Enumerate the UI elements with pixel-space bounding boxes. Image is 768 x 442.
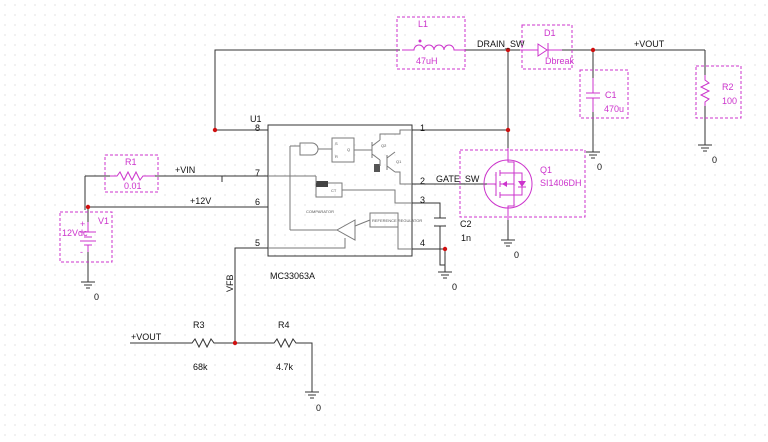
net-label-vout-left: +VOUT (131, 332, 162, 342)
v1-plus: + (80, 219, 85, 229)
ground-label: 0 (452, 282, 457, 292)
junction-dot (505, 127, 511, 133)
v1-ref: V1 (98, 216, 109, 226)
ic-internal: S R Q Q2 Q1 CT (268, 129, 422, 250)
r1-value: 0.01 (124, 181, 142, 191)
resistor-r2[interactable]: R2 100 (695, 65, 742, 119)
capacitor-c2[interactable]: C2 1n (434, 217, 472, 243)
d1-ref: D1 (544, 28, 556, 38)
r4-value: 4.7k (276, 362, 294, 372)
ic-u1[interactable]: U1 MC33063A 8 7 6 5 1 2 3 4 S R Q Q2 (250, 114, 425, 281)
r4-ref: R4 (278, 320, 290, 330)
ground-label: 0 (316, 403, 321, 413)
pin-3: 3 (420, 195, 425, 205)
junction-dot (505, 47, 511, 53)
junctions (85, 47, 596, 346)
l1-value: 47uH (416, 56, 438, 66)
pin-8: 8 (255, 123, 260, 133)
resistor-r4[interactable]: R4 4.7k (270, 320, 300, 372)
ic-comp-label: COMPARATOR (306, 209, 334, 214)
ground-q1: 0 (501, 239, 519, 260)
r2-ref: R2 (722, 82, 734, 92)
r3-value: 68k (193, 362, 208, 372)
pin-6: 6 (255, 197, 260, 207)
net-label-drain-sw: DRAIN_SW (477, 39, 525, 49)
mosfet-q1[interactable]: Q1 SI1406DH (459, 148, 586, 220)
junction-dot (212, 127, 218, 133)
pin-7: 7 (255, 168, 260, 178)
junction-dot (590, 47, 596, 53)
pin-4: 4 (420, 238, 425, 248)
ground-r2: 0 (698, 144, 717, 165)
ground-c2: 0 (438, 271, 457, 292)
svg-text:S: S (335, 141, 338, 146)
source-v1[interactable]: V1 12Vdc + - (59, 211, 113, 263)
inductor-l1[interactable]: L1 47uH (396, 16, 466, 70)
c2-ref: C2 (460, 219, 472, 229)
v1-minus: - (80, 247, 83, 257)
junction-dot (232, 340, 238, 346)
c1-value: 470u (604, 104, 624, 114)
ground-label: 0 (514, 250, 519, 260)
ic-ref-label: REFERENCE REGULATOR (372, 218, 422, 223)
l1-ref: L1 (418, 19, 428, 29)
ground-c1: 0 (586, 151, 602, 172)
r3-ref: R3 (193, 320, 205, 330)
diode-d1[interactable]: D1 Dbreak (520, 24, 575, 70)
ground-label: 0 (712, 155, 717, 165)
svg-text:R: R (335, 154, 338, 159)
junction-dot (85, 204, 91, 210)
d1-value: Dbreak (545, 56, 575, 66)
q1-ref: Q1 (540, 165, 552, 175)
ic-q2-label: Q2 (381, 143, 387, 148)
c2-value: 1n (461, 233, 471, 243)
net-label-vout-top: +VOUT (634, 39, 665, 49)
ic-osc-label: CT (331, 188, 337, 193)
ic-ref: U1 (250, 114, 262, 124)
c1-ref: C1 (605, 90, 617, 100)
net-label-vin: +VIN (175, 165, 195, 175)
net-label-12v: +12V (190, 196, 211, 206)
v1-value: 12Vdc (62, 228, 88, 238)
net-label-gate-sw: GATE_SW (436, 174, 480, 184)
pin-1: 1 (420, 123, 425, 133)
ic-part: MC33063A (270, 271, 315, 281)
capacitor-c1[interactable]: C1 470u (579, 69, 629, 119)
ground-label: 0 (94, 292, 99, 302)
resistor-r3[interactable]: R3 68k (188, 320, 218, 372)
ic-q1-label: Q1 (396, 159, 402, 164)
q1-value: SI1406DH (540, 178, 582, 188)
r2-value: 100 (722, 96, 737, 106)
junction-dot (442, 246, 448, 252)
ground-v1: 0 (81, 281, 99, 302)
pin-5: 5 (255, 238, 260, 248)
wires (84, 49, 706, 392)
ground-label: 0 (597, 162, 602, 172)
net-label-vfb: VFB (225, 274, 235, 292)
svg-text:Q: Q (347, 147, 350, 152)
ground-r4: 0 (305, 391, 321, 413)
pin-2: 2 (420, 176, 425, 186)
r1-ref: R1 (125, 157, 137, 167)
resistor-r1[interactable]: R1 0.01 (104, 154, 159, 193)
